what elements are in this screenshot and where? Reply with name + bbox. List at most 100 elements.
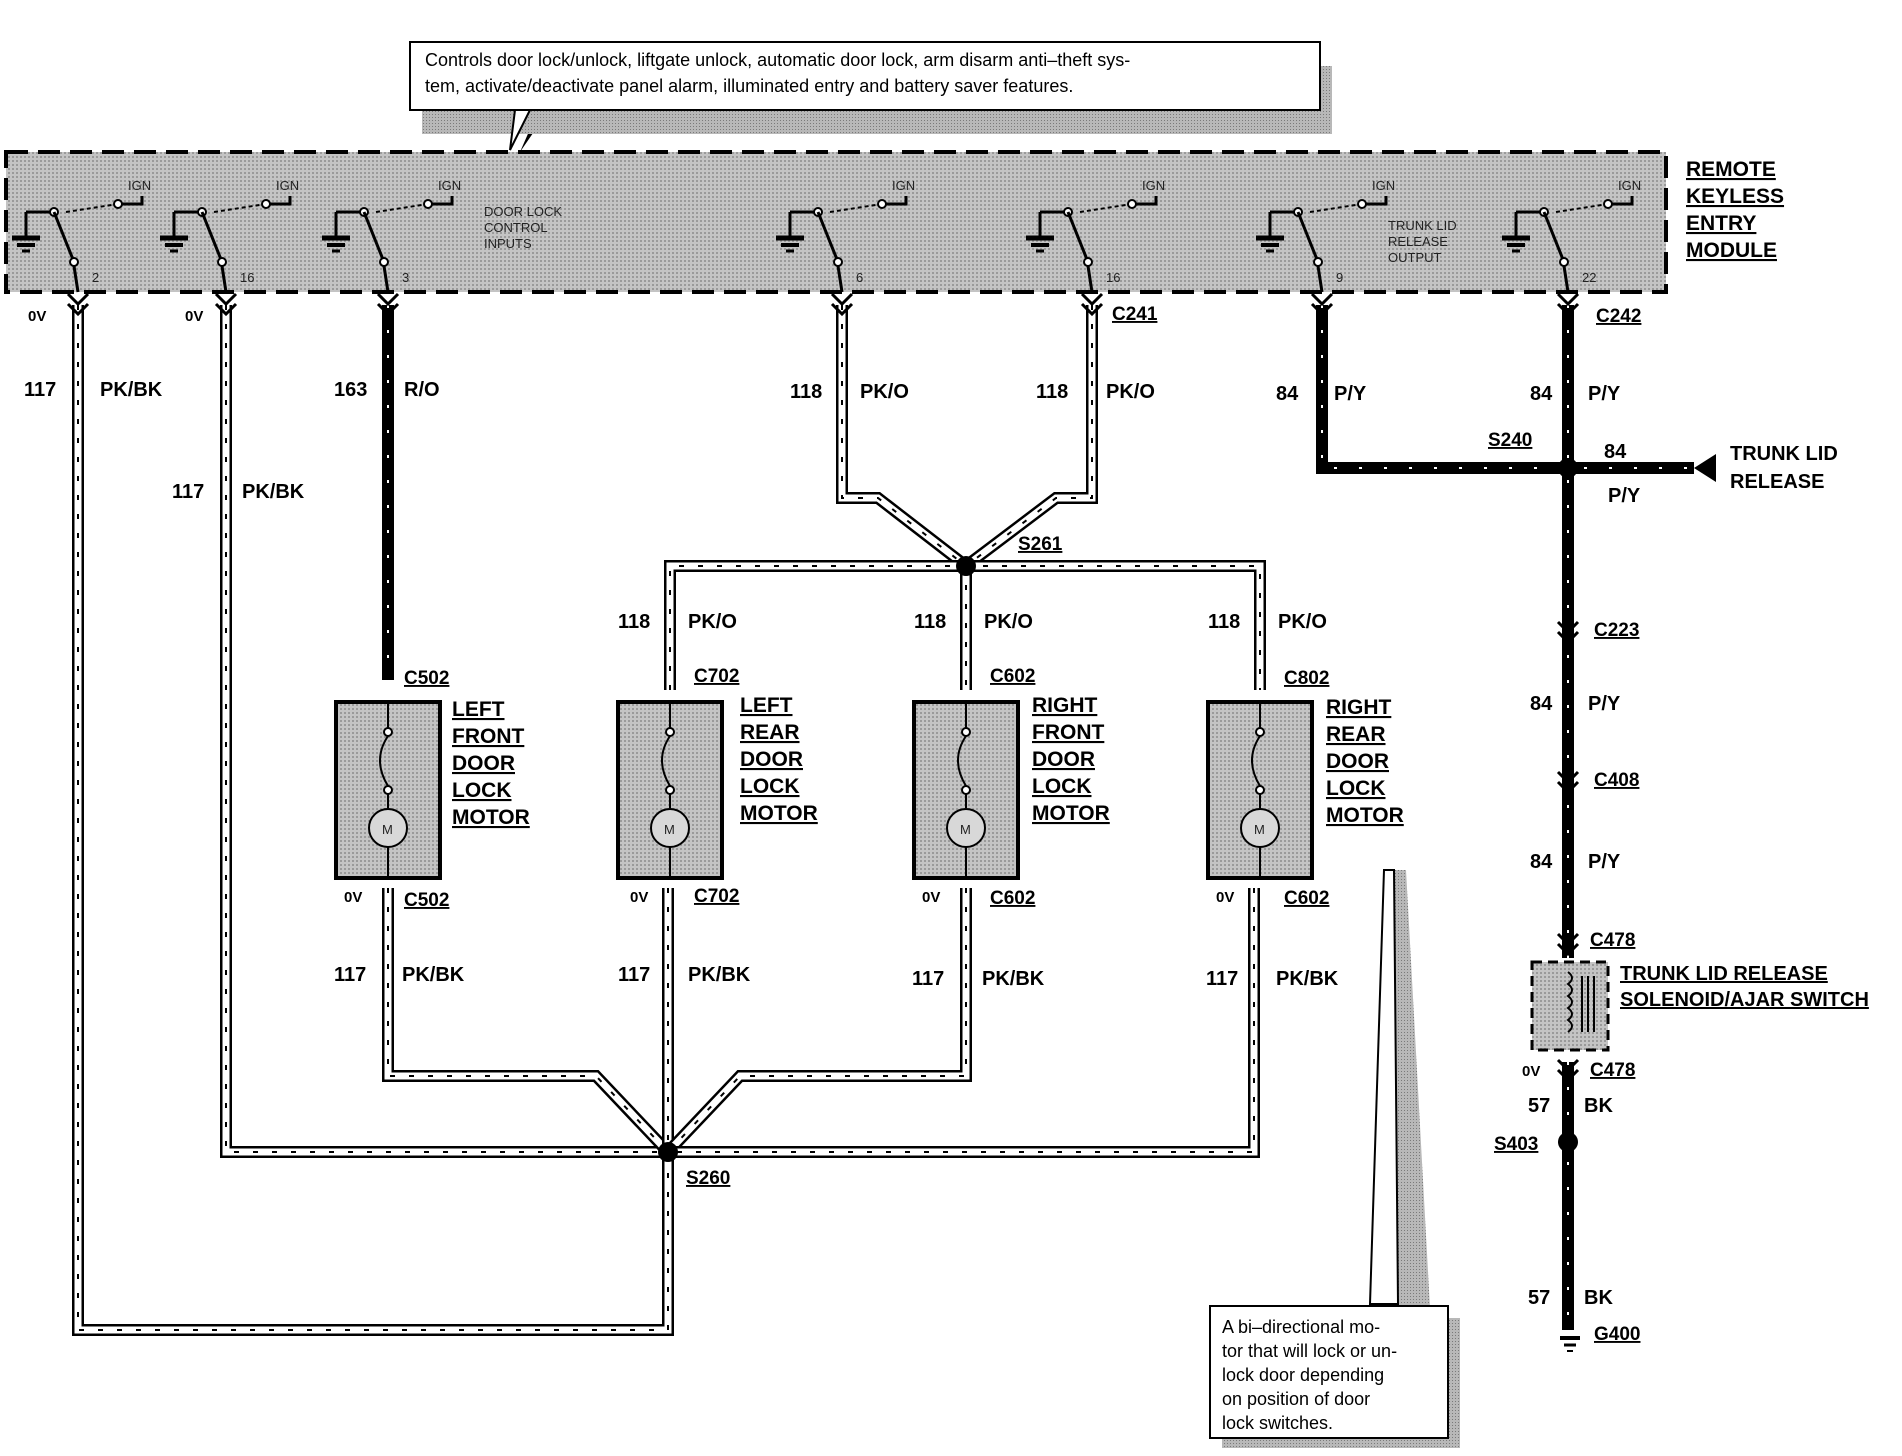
wire-number-118-c: 118: [618, 611, 650, 633]
switch-blade: [1542, 211, 1566, 263]
wire-color-pkbk-f: PK/BK: [1276, 968, 1339, 990]
connector-mark-9: [1556, 932, 1580, 957]
connector-mark-4-top: [1080, 292, 1104, 307]
connector-mark-9-bottom: [1556, 942, 1580, 957]
wire-color-py-c: P/Y: [1608, 485, 1641, 507]
wire-number-117-d: 117: [618, 964, 650, 986]
module-title-line-4: MODULE: [1686, 239, 1777, 262]
switch-ign-lead: [1136, 196, 1158, 206]
switch-contact-b: [833, 257, 843, 267]
switch-blade: [52, 211, 76, 263]
lr-line-1: LEFT: [740, 694, 793, 717]
right-front-motor-label: RIGHT FRONT DOOR LOCK MOTOR: [1032, 694, 1110, 825]
switch-ign-link: [1309, 203, 1363, 213]
connector-mark-1: [214, 292, 238, 317]
switch-ign-link: [1079, 203, 1133, 213]
trunk-output-line-2: RELEASE: [1388, 234, 1448, 249]
right-rear-motor-letter: M: [1254, 822, 1265, 837]
connector-c241: C241: [1112, 304, 1158, 325]
switch-ign-contact: [1127, 199, 1137, 209]
solenoid-line-1: TRUNK LID RELEASE: [1620, 963, 1828, 985]
wire-117-rr: [668, 888, 1260, 1158]
wire-number-118-e: 118: [1208, 611, 1240, 633]
wire-number-118-a: 118: [790, 381, 822, 403]
connector-c502-bottom: C502: [404, 890, 449, 911]
door-lock-inputs-label: DOOR LOCK CONTROL INPUTS: [484, 204, 562, 251]
switch-output: [72, 265, 80, 293]
splice-s240: S240: [1488, 430, 1532, 451]
ign-label: IGN: [438, 178, 461, 193]
wire-color-py-a: P/Y: [1334, 383, 1367, 405]
splice-dot-s261: [956, 556, 976, 576]
connector-mark-1-bottom: [214, 302, 238, 317]
switch-output: [220, 265, 228, 293]
callout-line-2: tem, activate/deactivate panel alarm, il…: [425, 76, 1073, 96]
connector-mark-2: [376, 292, 400, 317]
pin-number: 3: [402, 270, 409, 285]
connector-mark-6: [1556, 292, 1580, 317]
note-line-5: lock switches.: [1222, 1413, 1333, 1433]
wire-number-57-a: 57: [1528, 1095, 1550, 1117]
switch-output: [1316, 265, 1324, 293]
right-front-door-lock-motor: M: [912, 700, 1020, 880]
ign-label: IGN: [1618, 178, 1641, 193]
voltage-0v-lf: 0V: [344, 889, 362, 906]
wire-color-pkbk-c: PK/BK: [402, 964, 465, 986]
left-rear-motor-switch-blade: [661, 735, 671, 787]
connector-mark-6-top: [1556, 292, 1580, 307]
trunk-output-line-1: TRUNK LID: [1388, 218, 1457, 233]
rr-line-4: LOCK: [1326, 777, 1386, 800]
wire-color-pko-a: PK/O: [860, 381, 909, 403]
motor-description-callout: A bi–directional mo- tor that will lock …: [1209, 869, 1460, 1448]
switch-output: [1086, 265, 1094, 293]
wire-117-pin2: [72, 305, 674, 1336]
connector-mark-8-top: [1556, 770, 1580, 785]
switch-ign-contact: [1357, 199, 1367, 209]
connector-c408: C408: [1594, 770, 1639, 791]
note-line-4: on position of door: [1222, 1389, 1370, 1409]
lf-line-4: LOCK: [452, 779, 512, 802]
switch-ign-contact: [1603, 199, 1613, 209]
module-title-line-1: REMOTE: [1686, 158, 1776, 181]
voltage-labels: 0V 0V 0V 0V 0V: [344, 889, 1540, 1080]
wire-118-pin16-stripe: [965, 305, 1093, 567]
door-lock-inputs-line-2: CONTROL: [484, 220, 548, 235]
lf-line-2: FRONT: [452, 725, 524, 748]
left-rear-door-lock-motor: M: [616, 700, 724, 880]
rf-line-2: FRONT: [1032, 721, 1104, 744]
switch-contact-b: [379, 257, 389, 267]
rf-line-1: RIGHT: [1032, 694, 1098, 717]
ground-symbol-g400: [1560, 1336, 1580, 1352]
wire-color-pko-c: PK/O: [688, 611, 737, 633]
left-rear-motor-contact-a: [665, 727, 675, 737]
voltage-0v-b: 0V: [185, 308, 203, 325]
wire-color-py-e: P/Y: [1588, 851, 1621, 873]
connector-c223: C223: [1594, 620, 1639, 641]
switch-ign-link: [213, 203, 267, 213]
rr-line-2: REAR: [1326, 723, 1386, 746]
wire-number-84-a: 84: [1276, 383, 1299, 405]
switch-ign-lead: [1366, 196, 1388, 206]
connector-mark-8-bottom: [1556, 780, 1580, 795]
splice-dot-s260: [658, 1142, 678, 1162]
connector-mark-5-bottom: [1310, 302, 1334, 317]
left-front-motor-label: LEFT FRONT DOOR LOCK MOTOR: [452, 698, 530, 829]
switch-contact-b: [1083, 257, 1093, 267]
right-rear-motor-contact-b: [1255, 785, 1265, 795]
wire-color-ro: R/O: [404, 379, 440, 401]
wire-color-pko-e: PK/O: [1278, 611, 1327, 633]
connector-mark-3-top: [830, 292, 854, 307]
pin-number: 16: [240, 270, 254, 285]
wire-number-84-e: 84: [1530, 851, 1553, 873]
wire-number-117-e: 117: [912, 968, 944, 990]
wire-color-bk-a: BK: [1584, 1095, 1613, 1117]
trunk-release-line-2: RELEASE: [1730, 471, 1824, 493]
rf-line-3: DOOR: [1032, 748, 1095, 771]
ign-label: IGN: [128, 178, 151, 193]
connector-mark-1-top: [214, 292, 238, 307]
rr-line-3: DOOR: [1326, 750, 1389, 773]
connector-mark-0: [66, 292, 90, 317]
rr-line-5: MOTOR: [1326, 804, 1404, 827]
